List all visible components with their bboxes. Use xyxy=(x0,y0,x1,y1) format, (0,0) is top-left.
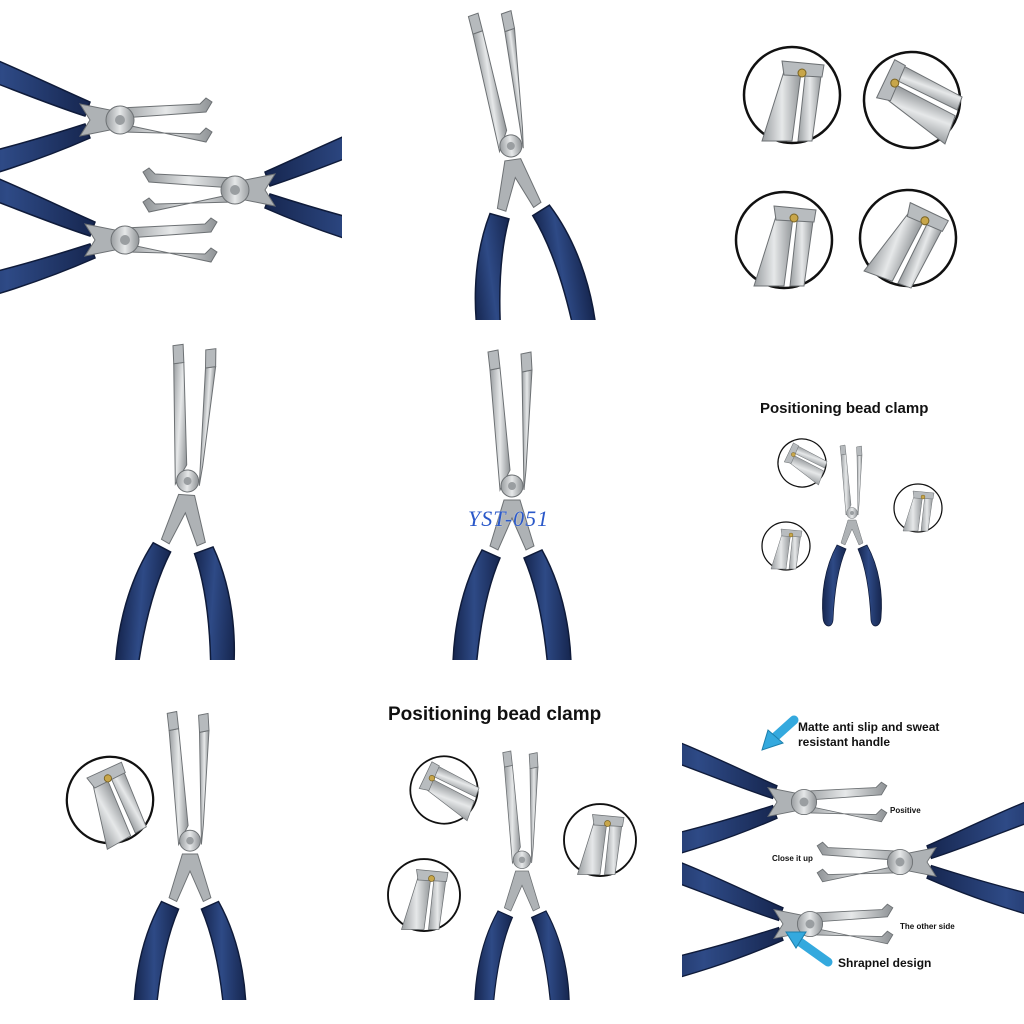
closeup-photos xyxy=(734,37,975,301)
positive-annotation: Positive xyxy=(890,806,921,815)
annotated-pliers-photo xyxy=(682,715,1024,988)
other-side-annotation: The other side xyxy=(900,922,955,931)
plier-with-tip-detail xyxy=(0,680,342,1000)
pliers-photo xyxy=(0,34,342,311)
plier-photo xyxy=(49,710,247,1000)
three-pliers-overview xyxy=(0,0,342,320)
single-plier-open xyxy=(0,340,342,660)
positioning-clamp-small-diagram: Positioning bead clamp xyxy=(682,340,1024,660)
diagram-title: Positioning bead clamp xyxy=(760,400,929,417)
positioning-clamp-large-diagram: Positioning bead clamp xyxy=(342,680,682,1000)
plier-photo xyxy=(112,340,257,660)
shrapnel-annotation: Shrapnel design xyxy=(838,956,932,970)
feature-annotation-diagram: Matte anti slip and sweat resistant hand… xyxy=(682,680,1024,1000)
close-it-up-annotation: Close it up xyxy=(772,854,813,863)
plier-photo xyxy=(452,349,572,660)
handle-annotation: Matte anti slip and sweat resistant hand… xyxy=(798,720,940,749)
diagram-photo xyxy=(387,746,637,1000)
diagram-title: Positioning bead clamp xyxy=(388,704,602,725)
tip-closeups-grid xyxy=(682,0,1024,320)
plier-photo xyxy=(432,2,602,320)
arrow-icon xyxy=(785,931,833,967)
single-plier-watermarked: YST-051 xyxy=(342,340,682,660)
arrow-icon xyxy=(761,715,799,751)
diagram-photo xyxy=(761,431,943,627)
single-plier-front xyxy=(342,0,682,320)
watermark-label: YST-051 xyxy=(468,506,550,531)
